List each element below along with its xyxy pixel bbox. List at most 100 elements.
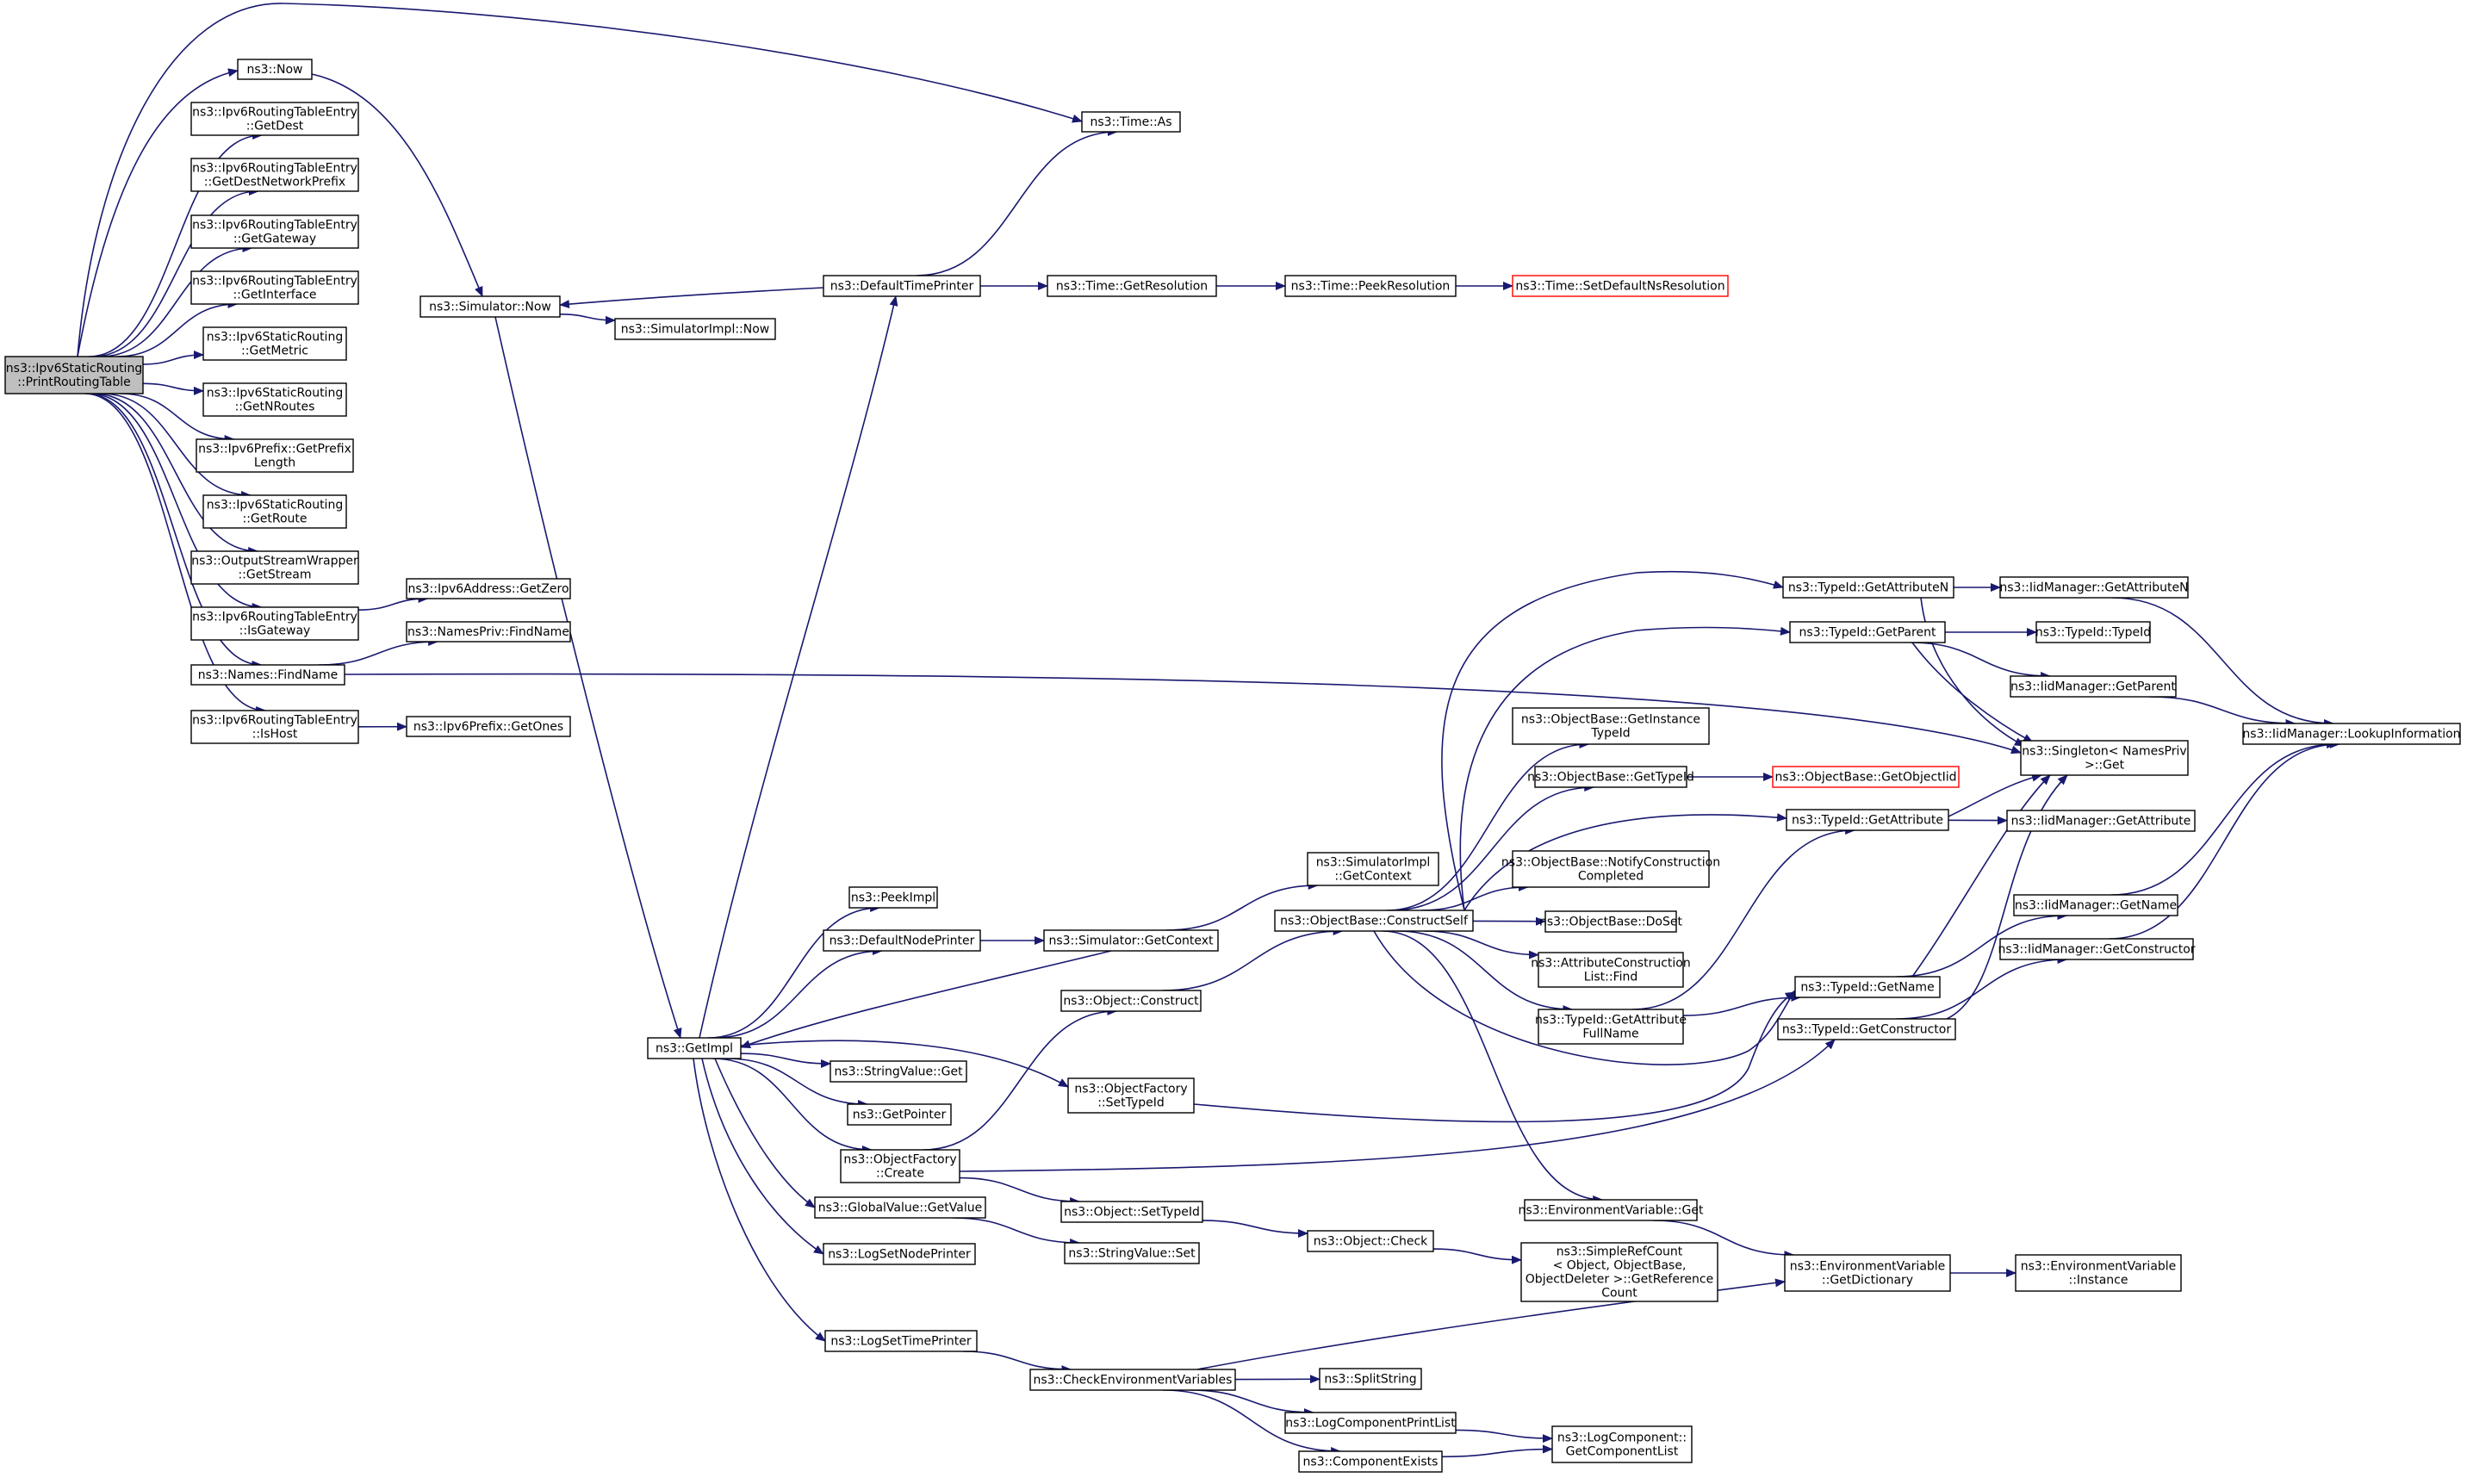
function-node[interactable]: ns3::Ipv6StaticRouting::GetRoute bbox=[202, 494, 347, 529]
node-box[interactable] bbox=[1067, 1077, 1195, 1114]
node-box[interactable] bbox=[2242, 723, 2461, 745]
function-node[interactable]: ns3::Ipv6RoutingTableEntry::IsGateway bbox=[190, 606, 359, 641]
function-node[interactable]: ns3::Simulator::Now bbox=[419, 295, 561, 318]
node-box[interactable] bbox=[406, 621, 571, 643]
node-box[interactable] bbox=[1029, 1369, 1236, 1391]
function-node[interactable]: ns3::LogComponentPrintList bbox=[1284, 1412, 1457, 1434]
function-node[interactable]: ns3::ObjectBase::ConstructSelf bbox=[1274, 910, 1474, 932]
function-node[interactable]: ns3::Ipv6RoutingTableEntry::GetDest bbox=[190, 102, 359, 136]
node-box[interactable] bbox=[406, 578, 571, 599]
node-box[interactable] bbox=[847, 1103, 952, 1126]
function-node[interactable]: ns3::CheckEnvironmentVariables bbox=[1029, 1369, 1236, 1391]
function-node[interactable]: ns3::IidManager::GetConstructor bbox=[1998, 938, 2196, 960]
function-node[interactable]: ns3::Object::Construct bbox=[1060, 990, 1202, 1012]
node-box[interactable] bbox=[1060, 1201, 1203, 1223]
function-node[interactable]: ns3::Time::As bbox=[1081, 111, 1181, 133]
function-node[interactable]: ns3::IidManager::GetAttribute bbox=[2006, 810, 2196, 832]
root-node-box[interactable] bbox=[4, 356, 144, 394]
function-node[interactable]: ns3::ObjectBase::NotifyConstructionCompl… bbox=[1501, 850, 1720, 888]
function-node[interactable]: ns3::TypeId::TypeId bbox=[2035, 621, 2151, 643]
node-box[interactable] bbox=[1784, 1254, 1951, 1292]
node-box[interactable] bbox=[2020, 740, 2189, 776]
node-box[interactable] bbox=[1284, 1412, 1457, 1434]
node-box[interactable] bbox=[1307, 852, 1439, 886]
function-node[interactable]: ns3::Now bbox=[237, 59, 313, 80]
function-node[interactable]: ns3::Time::PeekResolution bbox=[1284, 275, 1457, 297]
node-box[interactable] bbox=[190, 710, 359, 744]
function-node[interactable]: ns3::Ipv6RoutingTableEntry::IsHost bbox=[190, 710, 359, 744]
node-box[interactable] bbox=[1524, 1199, 1698, 1221]
function-node[interactable]: ns3::Ipv6RoutingTableEntry::GetInterface bbox=[190, 270, 359, 305]
node-box[interactable] bbox=[1319, 1368, 1422, 1390]
function-node[interactable]: ns3::DefaultNodePrinter bbox=[823, 929, 981, 952]
node-box[interactable] bbox=[1551, 1425, 1693, 1463]
function-node[interactable]: ns3::Names::FindName bbox=[190, 664, 345, 686]
function-node[interactable]: ns3::ObjectBase::GetTypeId bbox=[1527, 766, 1694, 788]
node-box[interactable] bbox=[190, 664, 345, 686]
function-node[interactable]: ns3::EnvironmentVariable::GetDictionary bbox=[1784, 1254, 1951, 1292]
node-box[interactable] bbox=[1274, 910, 1474, 932]
function-node[interactable]: ns3::TypeId::GetParent bbox=[1789, 621, 1946, 643]
node-box[interactable] bbox=[1794, 976, 1941, 998]
node-box[interactable] bbox=[824, 1330, 978, 1352]
node-box[interactable] bbox=[823, 929, 981, 952]
node-box[interactable] bbox=[196, 438, 354, 473]
function-node[interactable]: ns3::StringValue::Get bbox=[830, 1060, 967, 1083]
function-node[interactable]: ns3::Ipv6Address::GetZero bbox=[406, 578, 571, 599]
node-box[interactable] bbox=[814, 1196, 986, 1219]
function-node[interactable]: ns3::Object::Check bbox=[1307, 1230, 1434, 1252]
node-box[interactable] bbox=[1999, 938, 2194, 960]
node-box[interactable] bbox=[1060, 990, 1202, 1012]
function-node[interactable]: ns3::Ipv6RoutingTableEntry::GetDestNetwo… bbox=[190, 158, 359, 192]
truncated-node-box[interactable] bbox=[1772, 766, 1960, 788]
node-box[interactable] bbox=[2010, 675, 2177, 698]
node-box[interactable] bbox=[1782, 576, 1954, 599]
node-box[interactable] bbox=[406, 716, 571, 737]
function-node[interactable]: ns3::SimulatorImpl::Now bbox=[614, 318, 776, 340]
node-box[interactable] bbox=[190, 606, 359, 641]
node-box[interactable] bbox=[1520, 1242, 1718, 1302]
node-box[interactable] bbox=[1538, 952, 1684, 988]
node-box[interactable] bbox=[1512, 707, 1710, 745]
function-node[interactable]: ns3::TypeId::GetAttributeN bbox=[1782, 576, 1954, 599]
function-node[interactable]: ns3::ObjectFactory::SetTypeId bbox=[1067, 1077, 1195, 1114]
function-node[interactable]: ns3::NamesPriv::FindName bbox=[406, 621, 571, 643]
node-box[interactable] bbox=[190, 102, 359, 136]
node-box[interactable] bbox=[2006, 810, 2196, 832]
function-node[interactable]: ns3::EnvironmentVariable::Get bbox=[1519, 1199, 1704, 1221]
node-box[interactable] bbox=[823, 1243, 976, 1265]
function-node[interactable]: ns3::ObjectBase::GetObjectIid bbox=[1772, 766, 1960, 788]
function-node[interactable]: ns3::LogSetNodePrinter bbox=[823, 1243, 976, 1265]
node-box[interactable] bbox=[1538, 1009, 1684, 1045]
function-node[interactable]: ns3::OutputStreamWrapper::GetStream bbox=[190, 550, 359, 585]
truncated-node-box[interactable] bbox=[1512, 275, 1729, 297]
node-box[interactable] bbox=[1789, 621, 1946, 643]
function-node[interactable]: ns3::GetImpl bbox=[647, 1037, 742, 1059]
node-box[interactable] bbox=[1777, 1018, 1956, 1040]
function-node[interactable]: ns3::Object::SetTypeId bbox=[1060, 1201, 1203, 1223]
function-node[interactable]: ns3::Ipv6StaticRouting::GetNRoutes bbox=[202, 382, 347, 417]
node-box[interactable] bbox=[190, 214, 359, 249]
node-box[interactable] bbox=[614, 318, 776, 340]
node-box[interactable] bbox=[1544, 910, 1677, 933]
function-node[interactable]: ns3::IidManager::GetName bbox=[2013, 894, 2178, 916]
node-box[interactable] bbox=[1047, 275, 1217, 297]
function-node[interactable]: ns3::ComponentExists bbox=[1298, 1450, 1443, 1473]
node-box[interactable] bbox=[830, 1060, 967, 1083]
function-node[interactable]: ns3::SimulatorImpl::GetContext bbox=[1307, 852, 1439, 886]
function-node[interactable]: ns3::GetPointer bbox=[847, 1103, 952, 1126]
node-box[interactable] bbox=[1064, 1242, 1200, 1264]
function-node[interactable]: ns3::SimpleRefCount< Object, ObjectBase,… bbox=[1520, 1242, 1718, 1302]
function-node[interactable]: ns3::TypeId::GetAttribute bbox=[1786, 809, 1949, 831]
function-node[interactable]: ns3::Ipv6StaticRouting::PrintRoutingTabl… bbox=[4, 356, 144, 394]
node-box[interactable] bbox=[190, 158, 359, 192]
function-node[interactable]: ns3::Simulator::GetContext bbox=[1043, 929, 1219, 952]
function-node[interactable]: ns3::Singleton< NamesPriv >::Get bbox=[2020, 740, 2189, 776]
node-box[interactable] bbox=[190, 270, 359, 305]
node-box[interactable] bbox=[202, 326, 347, 361]
function-node[interactable]: ns3::Time::SetDefaultNsResolution bbox=[1512, 275, 1729, 297]
